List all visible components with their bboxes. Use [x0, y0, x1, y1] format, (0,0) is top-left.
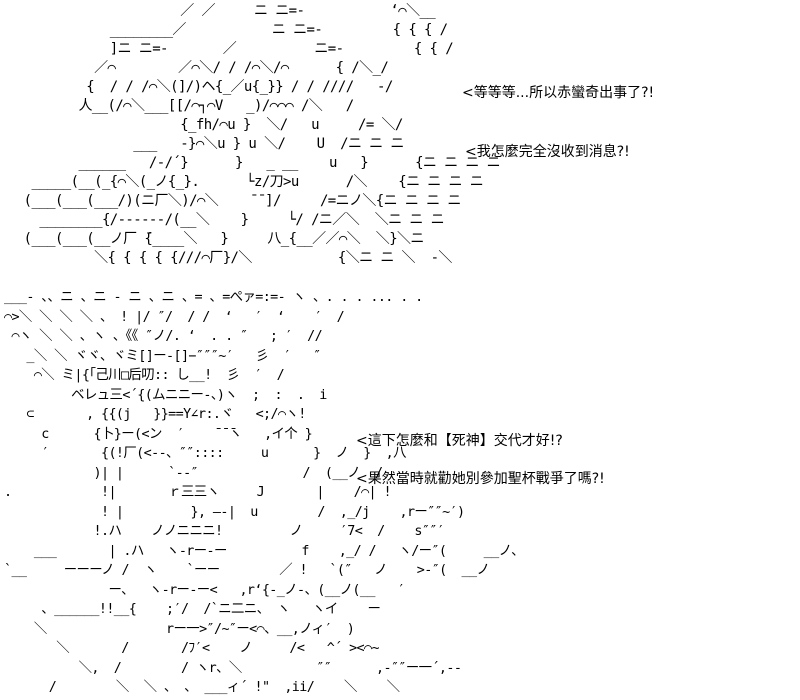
dialogue-line-4: <果然當時就勸她別參加聖杯戰爭了嗎?!: [356, 471, 605, 487]
dialogue-line-3: <這下怎麼和【死神】交代才好!?: [356, 433, 563, 449]
ascii-art-top-scene: ／ ／ ニ ニ=- ‘⌒＼__ ________／ ニ ニ=- { { { / …: [23, 3, 501, 266]
dialogue-line-2: <我怎麼完全沒收到消息?!: [465, 144, 630, 160]
dialogue-line-1: <等等等...所以赤蠻奇出事了?!: [462, 85, 655, 101]
ascii-art-bottom-character: ___- 、、ニ 、ニ ‐ ニ 、ニ 、= 、=ぺァ=:=- ヽ 、. . . …: [4, 290, 525, 695]
